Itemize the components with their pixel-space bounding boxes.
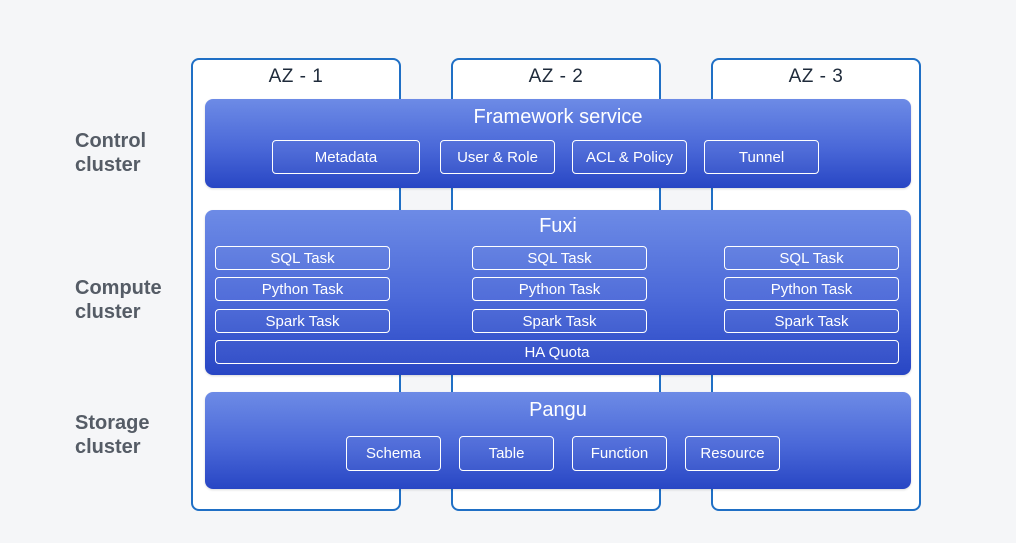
task-python-az3: Python Task (724, 277, 899, 301)
fuxi-title: Fuxi (539, 215, 577, 237)
compute-label-line2: cluster (75, 301, 141, 323)
task-sql-az1: SQL Task (215, 246, 390, 270)
task-spark-az2: Spark Task (472, 309, 647, 333)
storage-label-line2: cluster (75, 436, 141, 458)
framework-item-user-role: User & Role (440, 140, 555, 174)
pangu-item-schema: Schema (346, 436, 441, 471)
ha-quota-bar: HA Quota (215, 340, 899, 364)
az-title-2: AZ - 2 (528, 66, 584, 87)
compute-cluster-label: Compute cluster (75, 276, 162, 324)
pangu-item-resource: Resource (685, 436, 780, 471)
framework-item-tunnel: Tunnel (704, 140, 819, 174)
task-sql-az3: SQL Task (724, 246, 899, 270)
fuxi-layer: Fuxi SQL Task Python Task Spark Task SQL… (205, 210, 911, 375)
pangu-item-table: Table (459, 436, 554, 471)
task-spark-az1: Spark Task (215, 309, 390, 333)
pangu-layer: Pangu Schema Table Function Resource (205, 392, 911, 489)
framework-item-metadata: Metadata (272, 140, 420, 174)
framework-title: Framework service (473, 106, 643, 128)
task-python-az1: Python Task (215, 277, 390, 301)
compute-label-line1: Compute (75, 277, 162, 299)
control-cluster-label: Control cluster (75, 129, 146, 177)
storage-cluster-label: Storage cluster (75, 411, 149, 459)
task-sql-az2: SQL Task (472, 246, 647, 270)
pangu-title: Pangu (529, 399, 587, 421)
task-python-az2: Python Task (472, 277, 647, 301)
task-spark-az3: Spark Task (724, 309, 899, 333)
storage-label-line1: Storage (75, 412, 150, 434)
framework-item-acl-policy: ACL & Policy (572, 140, 687, 174)
control-label-line2: cluster (75, 154, 141, 176)
pangu-item-function: Function (572, 436, 667, 471)
az-title-3: AZ - 3 (788, 66, 844, 87)
az-title-1: AZ - 1 (268, 66, 324, 87)
framework-service-layer: Framework service Metadata User & Role A… (205, 99, 911, 188)
control-label-line1: Control (75, 130, 147, 152)
